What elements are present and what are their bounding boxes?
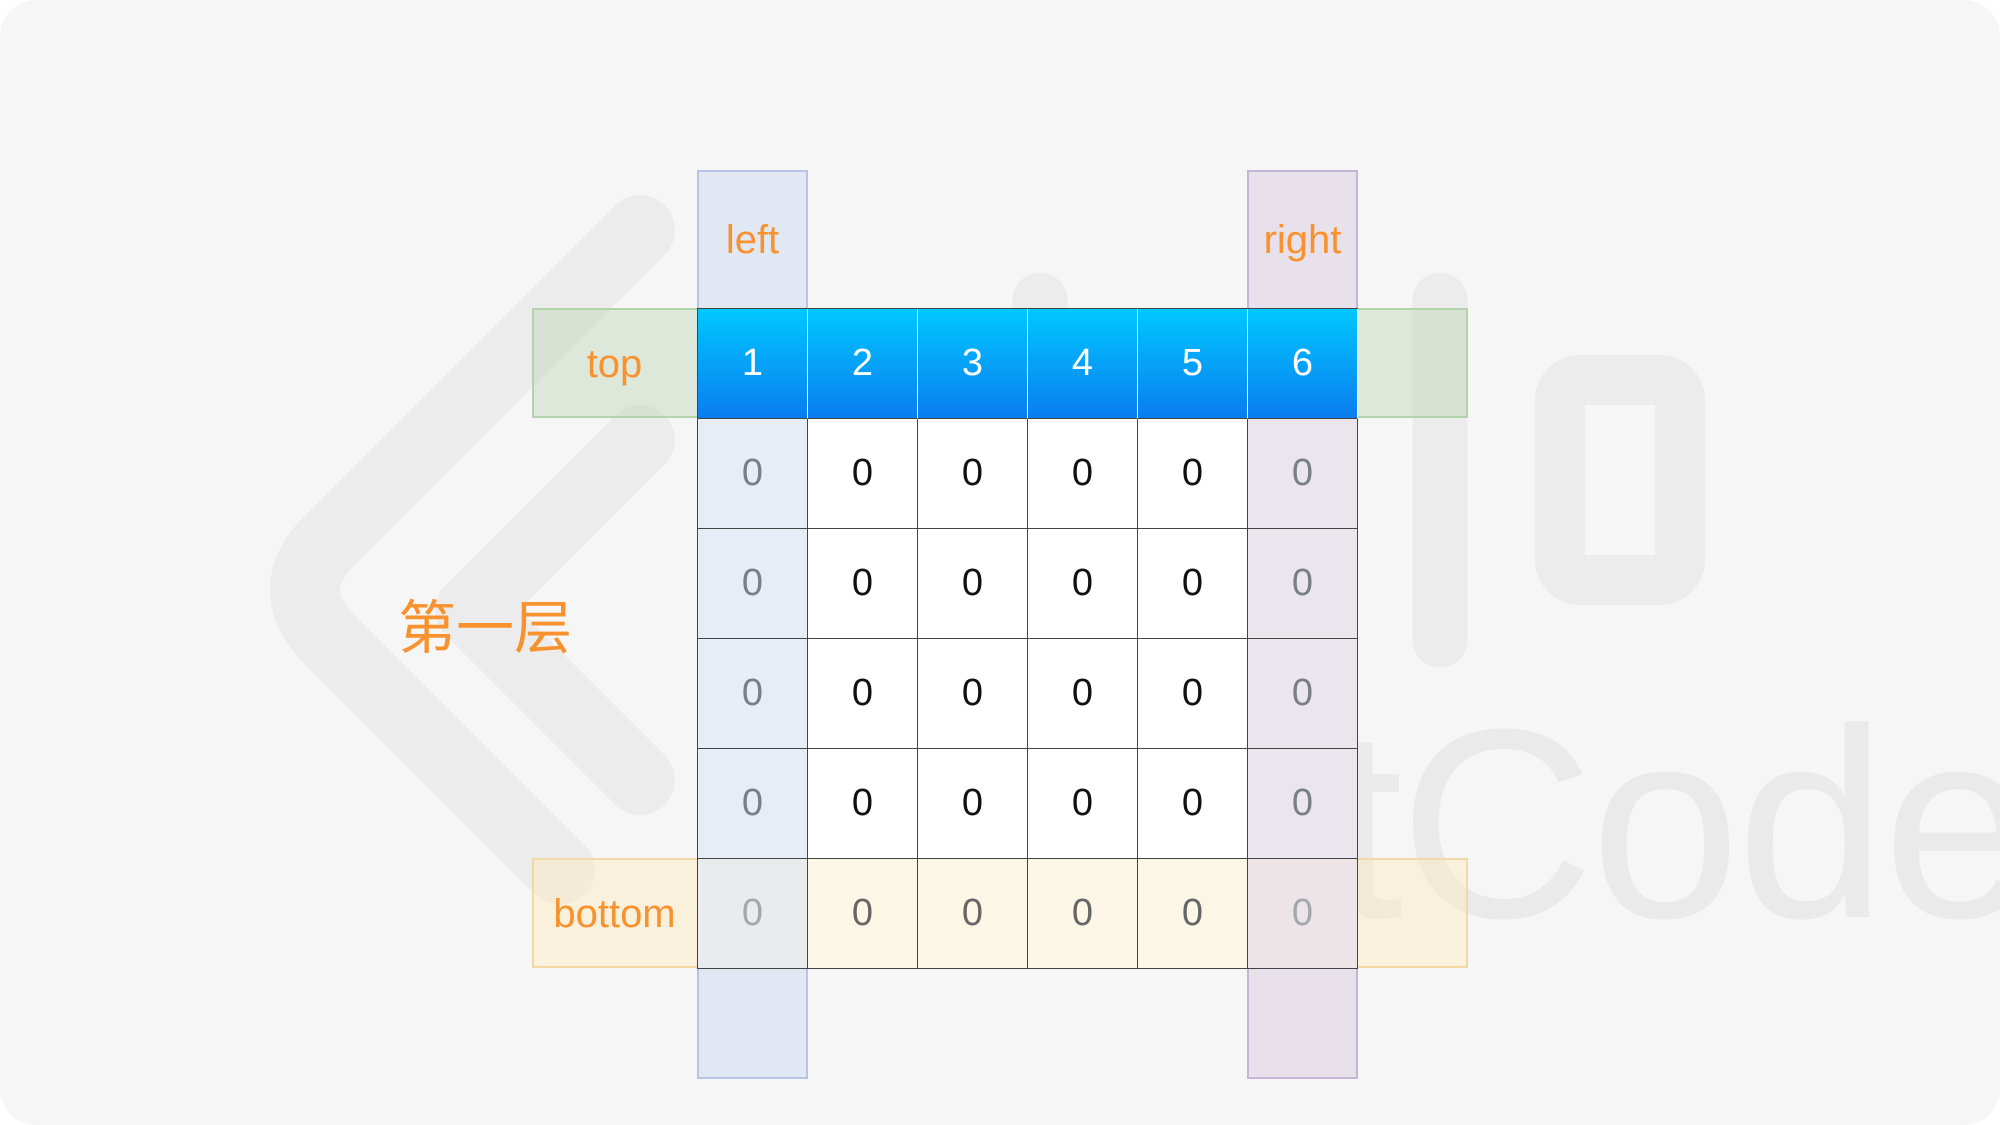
matrix-cell: 0 xyxy=(918,639,1028,749)
matrix-cell: 0 xyxy=(1138,419,1248,529)
matrix-cell: 0 xyxy=(808,529,918,639)
matrix-cell: 0 xyxy=(698,639,808,749)
right-pointer-label: right xyxy=(1263,218,1342,262)
matrix-cell: 0 xyxy=(1248,859,1358,969)
matrix-cell: 0 xyxy=(1248,639,1358,749)
matrix-cell: 0 xyxy=(698,859,808,969)
matrix-cell: 0 xyxy=(1028,639,1138,749)
matrix-cell: 0 xyxy=(1248,419,1358,529)
bottom-pointer-label: bottom xyxy=(553,892,676,936)
matrix-cell: 0 xyxy=(1028,859,1138,969)
matrix-cell: 0 xyxy=(918,749,1028,859)
matrix-cell: 0 xyxy=(698,419,808,529)
matrix-cell: 0 xyxy=(918,419,1028,529)
layer-label: 第一层 xyxy=(398,596,573,661)
header-cell: 5 xyxy=(1138,309,1248,419)
matrix-cell: 0 xyxy=(808,639,918,749)
header-cell: 4 xyxy=(1028,309,1138,419)
matrix-cell: 0 xyxy=(698,749,808,859)
left-pointer-label: left xyxy=(725,218,780,262)
matrix-cell: 0 xyxy=(1028,529,1138,639)
matrix-cell: 0 xyxy=(1028,419,1138,529)
matrix-cell: 0 xyxy=(1028,749,1138,859)
header-cell: 2 xyxy=(808,309,918,419)
top-pointer-label: top xyxy=(586,342,643,386)
matrix-cell: 0 xyxy=(1138,749,1248,859)
matrix-cell: 0 xyxy=(698,529,808,639)
matrix-cell: 0 xyxy=(918,859,1028,969)
matrix-cell: 0 xyxy=(1248,529,1358,639)
matrix-cell: 0 xyxy=(1248,749,1358,859)
header-cell: 1 xyxy=(698,309,808,419)
header-cell: 3 xyxy=(918,309,1028,419)
matrix-cell: 0 xyxy=(1138,859,1248,969)
header-cell: 6 xyxy=(1248,309,1358,419)
matrix-cell: 0 xyxy=(808,419,918,529)
matrix-cell: 0 xyxy=(808,749,918,859)
matrix-cell: 0 xyxy=(1138,639,1248,749)
matrix-cell: 0 xyxy=(1138,529,1248,639)
matrix-cell: 0 xyxy=(918,529,1028,639)
matrix-cell: 0 xyxy=(808,859,918,969)
